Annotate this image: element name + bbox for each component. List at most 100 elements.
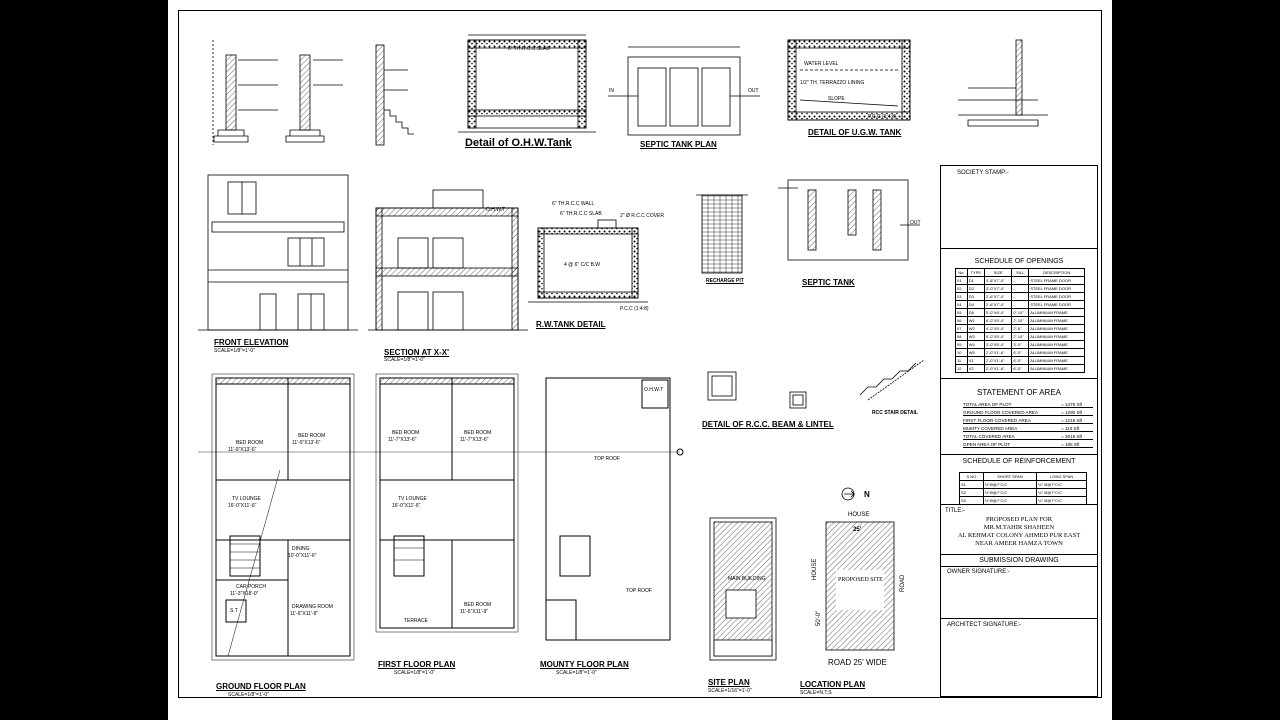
slope-note: SLOPE bbox=[828, 96, 845, 102]
openings-cell: 01 bbox=[955, 276, 968, 285]
rw-cover-note: 2" Ø R.C.C COVER bbox=[620, 213, 665, 219]
gf-bed2-label: BED ROOM bbox=[298, 433, 326, 439]
gf-lounge-label: TV LOUNGE bbox=[232, 496, 261, 502]
gf-lounge-size: 16'-0"X11'-6" bbox=[228, 503, 257, 509]
openings-cell: ALUMINIUM FRAME bbox=[1028, 356, 1085, 365]
reinf-col-short: SHORT SPAN bbox=[982, 472, 1038, 481]
openings-cell: 05 bbox=[955, 308, 968, 317]
openings-cell: STEEL FRAME DOOR bbox=[1028, 300, 1085, 309]
openings-cell: ALUMINIUM FRAME bbox=[1028, 308, 1085, 317]
openings-cell: - bbox=[1011, 284, 1030, 293]
area-row: TOTAL AREA OF PLOT = 1475 Sft bbox=[963, 402, 1093, 408]
gf-st-label: S.T bbox=[230, 608, 238, 614]
area-label: GROUND FLOOR COVERED AREA bbox=[963, 410, 1039, 415]
ff-bed3-label: BED ROOM bbox=[464, 602, 492, 608]
openings-cell: 10 bbox=[955, 348, 968, 357]
openings-cell: D4 bbox=[966, 300, 985, 309]
reinf-section bbox=[941, 454, 1097, 455]
openings-col-type: TYPE bbox=[966, 268, 985, 277]
septic-out-note: OUT bbox=[910, 220, 921, 226]
rw-pcc-note: P.C.C (1:4:8) bbox=[620, 306, 649, 312]
area-label: TOTAL COVERED AREA bbox=[963, 434, 1015, 439]
openings-col-size: SIZE bbox=[983, 268, 1013, 277]
gf-drawing-size: 11'-6"X11'-9" bbox=[290, 611, 319, 617]
architect-section bbox=[941, 618, 1097, 619]
road-wide-label: ROAD 25' WIDE bbox=[828, 658, 887, 667]
area-value: = 1216 Sft bbox=[1061, 418, 1083, 423]
top-roof-note-2: TOP ROOF bbox=[626, 588, 652, 594]
area-value: = 1475 Sft bbox=[1061, 402, 1083, 407]
area-label: MUMTY COVERED AREA bbox=[963, 426, 1018, 431]
location-plan bbox=[825, 487, 895, 651]
openings-cell: 07 bbox=[955, 324, 968, 333]
septic-tank-plan bbox=[608, 46, 760, 136]
rw-bw-note: 4 @ 6" C/C B.W bbox=[564, 262, 601, 268]
recharge-pit bbox=[696, 194, 748, 274]
stair-detail-label: RCC STAIR DETAIL bbox=[872, 410, 918, 416]
ugw-tank-detail bbox=[787, 39, 911, 121]
openings-cell: 02 bbox=[955, 284, 968, 293]
area-value: = 185 Sft bbox=[1061, 442, 1080, 447]
openings-cell: 2'-0"X1'-6" bbox=[983, 348, 1013, 357]
openings-cell: W1 bbox=[966, 316, 985, 325]
openings-cell: 03 bbox=[955, 292, 968, 301]
project-line: MR.M.TAHIR SHAHEEN bbox=[983, 524, 1055, 531]
ff-bed2-size: 11'-7"X13'-6" bbox=[460, 437, 489, 443]
reinf-cell: ½" Ø@7"C/C bbox=[1036, 488, 1087, 497]
septic-tank-label: SEPTIC TANK bbox=[802, 278, 855, 287]
society-stamp-label: SOCIETY STAMP:- bbox=[957, 170, 1009, 176]
title-block: SOCIETY STAMP:- SCHEDULE OF OPENINGS No.… bbox=[940, 165, 1098, 697]
openings-cell: 08 bbox=[955, 332, 968, 341]
first-floor-scale: SCALE=1/8"=1'-0" bbox=[394, 670, 435, 676]
site-plan bbox=[709, 517, 777, 661]
openings-cell: STEEL FRAME DOOR bbox=[1028, 276, 1085, 285]
openings-cell: 4'-0"X5'-0" bbox=[983, 324, 1013, 333]
site-plan-scale: SCALE=1/16"=1'-0" bbox=[708, 688, 752, 694]
drawing-sheet: Detail of O.H.W.Tank SEPTIC TANK PLAN DE… bbox=[168, 0, 1112, 720]
title-label: TITLE:- bbox=[945, 508, 966, 514]
section-x-x bbox=[368, 189, 528, 331]
openings-cell: 6'-0" bbox=[1011, 348, 1030, 357]
openings-cell: 3'-0"X7'-0" bbox=[983, 284, 1013, 293]
openings-cell: ALUMINIUM FRAME bbox=[1028, 324, 1085, 333]
reinf-title: SCHEDULE OF REINFORCEMENT bbox=[962, 458, 1076, 465]
area-value: = 110 Sft bbox=[1061, 426, 1080, 431]
gf-bed1-label: BED ROOM bbox=[236, 440, 264, 446]
reinf-col-long: LONG SPAN bbox=[1036, 472, 1087, 481]
ff-bed1-label: BED ROOM bbox=[392, 430, 420, 436]
mumty-floor-plan bbox=[545, 377, 684, 641]
rw-tank-detail bbox=[528, 219, 648, 303]
ff-terrace-label: TERRACE bbox=[404, 618, 428, 624]
mumty-floor-label: MOUNTY FLOOR PLAN bbox=[540, 660, 629, 669]
openings-cell: ALUMINIUM FRAME bbox=[1028, 332, 1085, 341]
reinf-cell: ½"Ø@7"C/C bbox=[982, 480, 1038, 489]
wall-section-3 bbox=[375, 44, 414, 146]
gf-car-porch-label: CAR PORCH bbox=[236, 584, 267, 590]
openings-cell: 12 bbox=[955, 364, 968, 373]
proposed-site-label: PROPOSED SITE bbox=[838, 577, 883, 583]
openings-cell: 3'-0" bbox=[1011, 340, 1030, 349]
openings-title: SCHEDULE OF OPENINGS bbox=[974, 258, 1064, 265]
openings-cell: 2'-0"X1'-6" bbox=[983, 364, 1013, 373]
openings-cell: D2 bbox=[966, 284, 985, 293]
septic-in-label: IN bbox=[609, 88, 614, 94]
openings-cell: 06 bbox=[955, 316, 968, 325]
section-scale: SCALE=1/8"=1'-0" bbox=[384, 357, 425, 363]
area-label: TOTAL AREA OF PLOT bbox=[963, 402, 1012, 407]
openings-cell: 5'-0"X8'-0" bbox=[983, 308, 1013, 317]
area-value: = 1290 Sft bbox=[1061, 410, 1083, 415]
ohw-tank-detail bbox=[458, 34, 596, 133]
area-section bbox=[941, 378, 1097, 379]
reinf-cell: S1 bbox=[959, 480, 984, 489]
openings-cell: W2 bbox=[966, 324, 985, 333]
